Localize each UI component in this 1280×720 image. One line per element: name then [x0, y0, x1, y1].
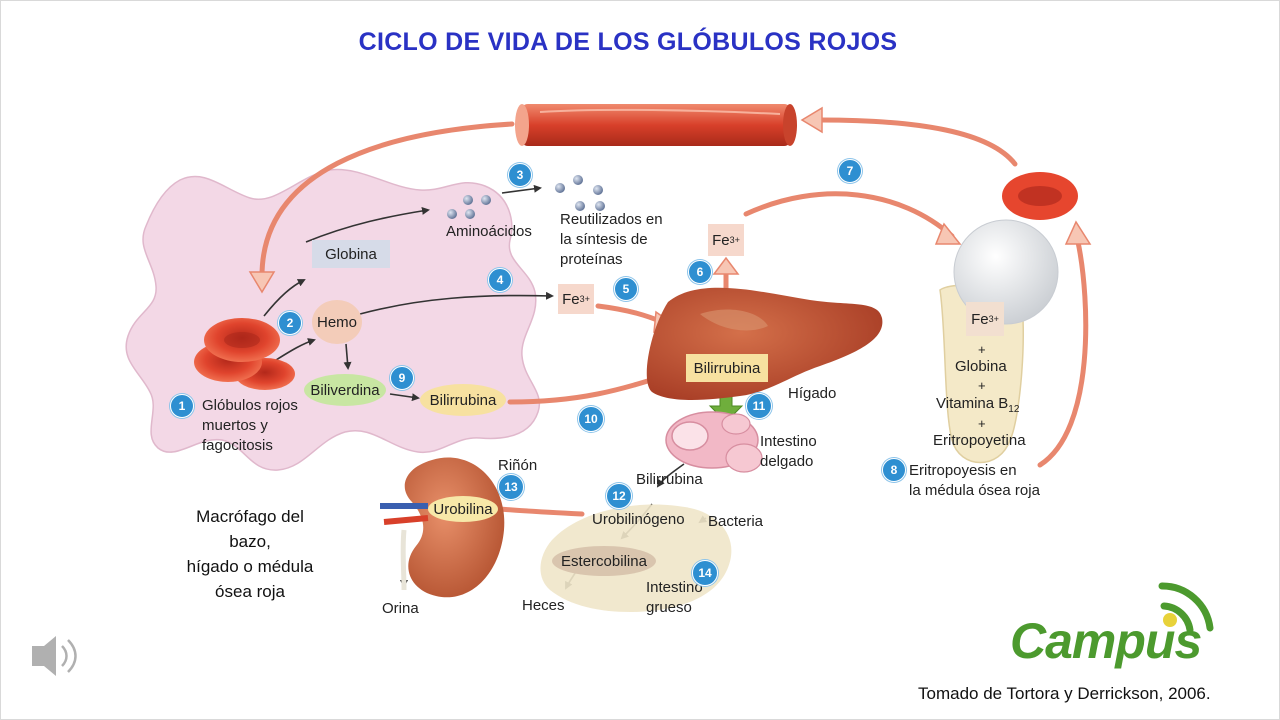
step-badge-12: 12 — [606, 483, 632, 509]
source-credit: Tomado de Tortora y Derrickson, 2006. — [918, 684, 1211, 703]
bilirrubina-macrofago-label: Bilirrubina — [429, 391, 497, 409]
globina-box: Globina — [312, 240, 390, 268]
step-badge-5: 5 — [614, 277, 638, 301]
step-badge-7: 7 — [838, 159, 862, 183]
kidney — [380, 457, 505, 598]
step-badge-2: 2 — [278, 311, 302, 335]
eritropoyesis-line-2: la médula ósea roja — [909, 482, 1040, 499]
heces-label: Heces — [522, 597, 565, 614]
estercobilina-label: Estercobilina — [561, 552, 647, 570]
blood-vessel — [515, 104, 797, 146]
page-title: CICLO DE VIDA DE LOS GLÓBULOS ROJOS — [358, 28, 898, 56]
rinon-label: Riñón — [498, 457, 538, 474]
step-badge-8: 8 — [882, 458, 906, 482]
step-badge-9: 9 — [390, 366, 414, 390]
wifi-signal-icon — [1158, 582, 1214, 634]
circulating-red-blood-cell — [1002, 172, 1078, 220]
hemo-label: Hemo — [316, 313, 357, 331]
small-intestine — [665, 411, 763, 473]
aminoacidos-label: Aminoácidos — [446, 223, 532, 240]
marrow-vitamina-text: Vitamina B — [936, 395, 1009, 412]
estercobilina-node: Estercobilina — [552, 546, 656, 576]
higado-label: Hígado — [788, 385, 837, 402]
globulos-rojos-line-2: muertos y — [202, 417, 268, 434]
bilirrubina-macrofago-node: Bilirrubina — [420, 384, 506, 416]
macrofago-caption-line-2: bazo, — [229, 532, 271, 551]
biliverdina-label: Biliverdina — [310, 381, 380, 399]
step-badge-4: 4 — [488, 268, 512, 292]
reutilizados-line-2: la síntesis de — [560, 231, 648, 248]
step-badge-1: 1 — [170, 394, 194, 418]
urobilinogeno-label: Urobilinógeno — [592, 511, 685, 528]
step-badge-11: 11 — [746, 393, 772, 419]
reutilizados-line-3: proteínas — [560, 251, 623, 268]
step-badge-10: 10 — [578, 406, 604, 432]
globina-label: Globina — [325, 245, 377, 263]
step-badge-3: 3 — [508, 163, 532, 187]
fe-symbol: Fe — [562, 290, 580, 308]
marrow-plus-3: + — [978, 416, 986, 431]
fe-charge: 3+ — [729, 235, 740, 245]
logo-dot — [1163, 613, 1177, 627]
macrofago-caption-line-3: hígado o médula — [186, 557, 314, 576]
bilirrubina-intestino-label: Bilirrubina — [636, 471, 703, 488]
intestino-delgado-line-1: Intestino — [760, 433, 817, 450]
intestino-delgado-line-2: delgado — [760, 453, 814, 470]
liver — [646, 287, 883, 400]
marrow-vitamina-label: Vitamina B12 — [936, 394, 1019, 420]
marrow-plus-1: + — [978, 342, 986, 357]
macrofago-caption-line-1: Macrófago del — [196, 507, 304, 526]
fe-symbol: Fe — [712, 231, 730, 249]
urobilina-node: Urobilina — [428, 496, 498, 522]
marrow-globina-label: Globina — [955, 358, 1007, 375]
bacteria-label: Bacteria — [708, 513, 764, 530]
fe-charge: 3+ — [579, 294, 590, 304]
fe-charge: 3+ — [988, 314, 999, 324]
amino-acid-beads — [447, 175, 605, 219]
macrofago-caption-line-4: ósea roja — [215, 582, 285, 601]
intestino-grueso-line-1: Intestino — [646, 579, 703, 596]
globulos-rojos-line-3: fagocitosis — [202, 437, 273, 454]
step-badge-6: 6 — [688, 260, 712, 284]
step-badge-14: 14 — [692, 560, 718, 586]
biliverdina-node: Biliverdina — [304, 374, 386, 406]
marrow-plus-2: + — [978, 378, 986, 393]
globulos-rojos-line-1: Glóbulos rojos — [202, 397, 298, 414]
bone-marrow — [939, 219, 1059, 464]
dead-red-blood-cells — [194, 318, 295, 390]
bilirrubina-higado-label: Bilirrubina — [693, 359, 761, 377]
campus-logo: Campus — [1010, 613, 1202, 669]
eritropoyesis-line-1: Eritropoyesis en — [909, 462, 1017, 479]
step-badge-13: 13 — [498, 474, 524, 500]
speaker-icon[interactable] — [32, 636, 77, 676]
intestino-grueso-line-2: grueso — [646, 599, 692, 616]
marrow-vitamina-subscript: 12 — [1008, 404, 1020, 415]
marrow-eritropoyetina-label: Eritropoyetina — [933, 432, 1026, 449]
bilirrubina-higado-box: Bilirrubina — [686, 354, 768, 382]
fe-symbol: Fe — [971, 310, 989, 328]
hemo-node: Hemo — [312, 300, 362, 344]
urobilina-label: Urobilina — [433, 500, 493, 518]
reutilizados-line-1: Reutilizados en — [560, 211, 663, 228]
orina-label: Orina — [382, 600, 419, 617]
